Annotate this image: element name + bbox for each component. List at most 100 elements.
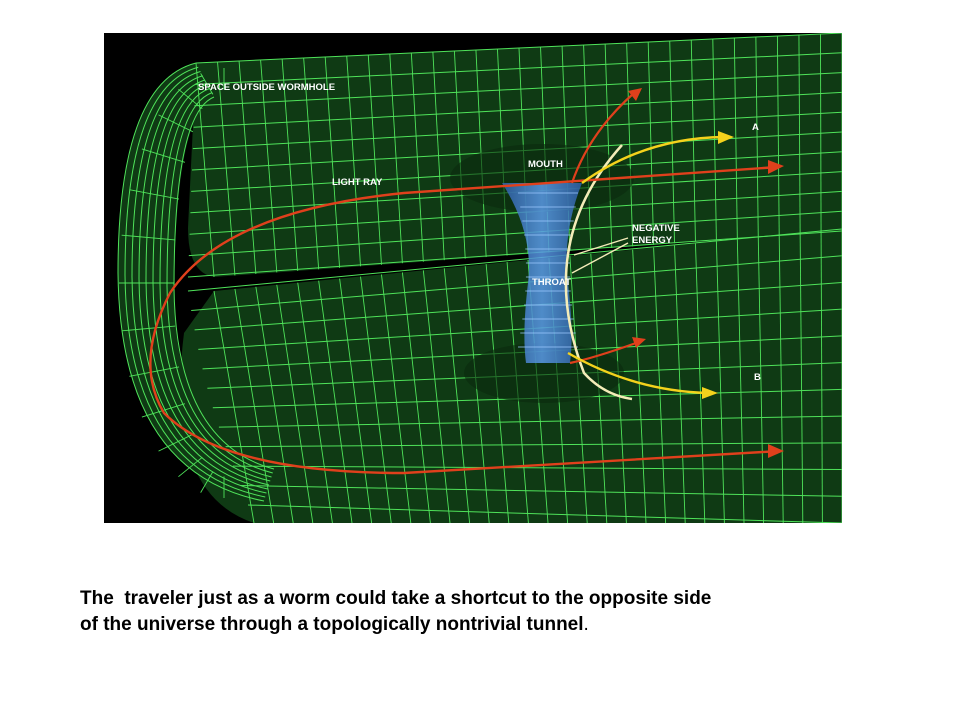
negative-energy-arc [564, 144, 633, 401]
grid-line [121, 325, 176, 332]
grid-line [200, 471, 214, 493]
grid-line [124, 66, 266, 498]
grid-line [218, 415, 842, 428]
grid-line [281, 58, 299, 271]
grid-line [690, 39, 696, 242]
grid-line [158, 114, 194, 133]
lower-exit-arrow [632, 337, 646, 348]
grid-line [755, 36, 759, 238]
grid-line [778, 235, 784, 523]
label-negative-energy-1: NEGATIVE [632, 223, 680, 234]
grid-line [410, 52, 424, 262]
grid-line [247, 504, 842, 523]
label-point-a: A [752, 122, 759, 133]
throat-grid [518, 192, 578, 348]
caption: The traveler just as a worm could take a… [80, 586, 900, 638]
grid-line [117, 62, 265, 502]
grid-line [213, 290, 255, 523]
grid-line [626, 42, 634, 247]
light-ray-arrow-b [768, 444, 784, 458]
grid-line [820, 231, 823, 523]
caption-line-2: of the universe through a topologically … [80, 612, 900, 638]
grid-line [632, 249, 647, 523]
grid-line [381, 274, 412, 523]
caption-line-2-text: of the universe through a topologically … [80, 614, 584, 635]
caption-line-1: The traveler just as a worm could take a… [80, 588, 712, 609]
grid-line [360, 276, 392, 523]
grid-line [178, 456, 203, 478]
light-ray-path [149, 165, 781, 475]
grid-line [453, 50, 466, 259]
grid-line [198, 308, 842, 350]
label-space-outside: SPACE OUTSIDE WORMHOLE [198, 82, 335, 93]
grid-line [611, 251, 627, 523]
grid-line [194, 281, 842, 331]
grid-line [234, 288, 275, 523]
grid-line [604, 43, 613, 248]
wormhole-diagram: SPACE OUTSIDE WORMHOLE MOUTH LIGHT RAY N… [104, 33, 842, 523]
grid-line [255, 286, 294, 523]
wormhole-illustration: SPACE OUTSIDE WORMHOLE MOUTH LIGHT RAY N… [104, 33, 842, 523]
grid-line [192, 111, 842, 150]
grid-line [389, 53, 403, 264]
label-negative-energy-2: ENERGY [632, 235, 673, 246]
bottom-dent [464, 343, 624, 403]
grid-line [193, 91, 842, 128]
grid-line [194, 72, 842, 107]
negative-energy-pointer-2 [571, 242, 629, 274]
grid-line [464, 266, 490, 523]
grid-line [736, 239, 745, 523]
sheet-fold [104, 33, 324, 523]
yellow-ray-lower [567, 351, 709, 395]
grid-line [367, 54, 382, 265]
label-point-b: B [754, 372, 761, 383]
grid-line [187, 228, 842, 292]
label-light-ray: LIGHT RAY [332, 177, 383, 188]
grid-line [318, 280, 353, 523]
grid-line [422, 270, 451, 523]
grid-line [303, 57, 320, 270]
grid-line [129, 189, 180, 200]
grid-line [443, 268, 471, 523]
grid-line [799, 233, 804, 523]
yellow-arrow-b [702, 387, 718, 399]
throat-tube [502, 183, 582, 363]
label-mouth: MOUTH [528, 159, 563, 170]
spacetime-grid [117, 33, 842, 523]
light-ray-through-mouth [570, 92, 635, 184]
light-ray-lower-exit [569, 341, 637, 365]
yellow-ray-upper [581, 135, 725, 184]
grid-line [798, 34, 801, 235]
grid-line [188, 210, 842, 257]
mouth-arrow-up [628, 88, 642, 101]
grid-line [776, 35, 780, 236]
grid-line [232, 465, 842, 471]
grid-line [141, 148, 186, 163]
grid-line [583, 44, 592, 250]
grid-line [200, 73, 214, 95]
grid-line [432, 51, 445, 261]
grid-line [159, 88, 272, 478]
grid-line [297, 282, 333, 523]
grid-line [324, 56, 341, 268]
grid-line [820, 33, 822, 233]
grid-line [715, 241, 725, 523]
grid-line [276, 284, 314, 523]
grid-line [346, 55, 361, 267]
grid-line [138, 75, 268, 490]
grid-line [339, 278, 373, 523]
grid-line [178, 88, 203, 110]
grid-line [647, 41, 655, 245]
grid-line [260, 59, 278, 273]
grid-line [195, 62, 215, 278]
caption-end-punct: . [583, 614, 589, 635]
grid-line [121, 234, 176, 241]
grid-line [158, 433, 194, 452]
grid-line [129, 366, 180, 377]
grid-line [152, 83, 271, 482]
grid-line [653, 247, 667, 523]
light-ray-arrow-a [768, 160, 784, 174]
grid-line [166, 92, 273, 474]
grid-line [757, 237, 765, 523]
grid-line [217, 61, 236, 276]
